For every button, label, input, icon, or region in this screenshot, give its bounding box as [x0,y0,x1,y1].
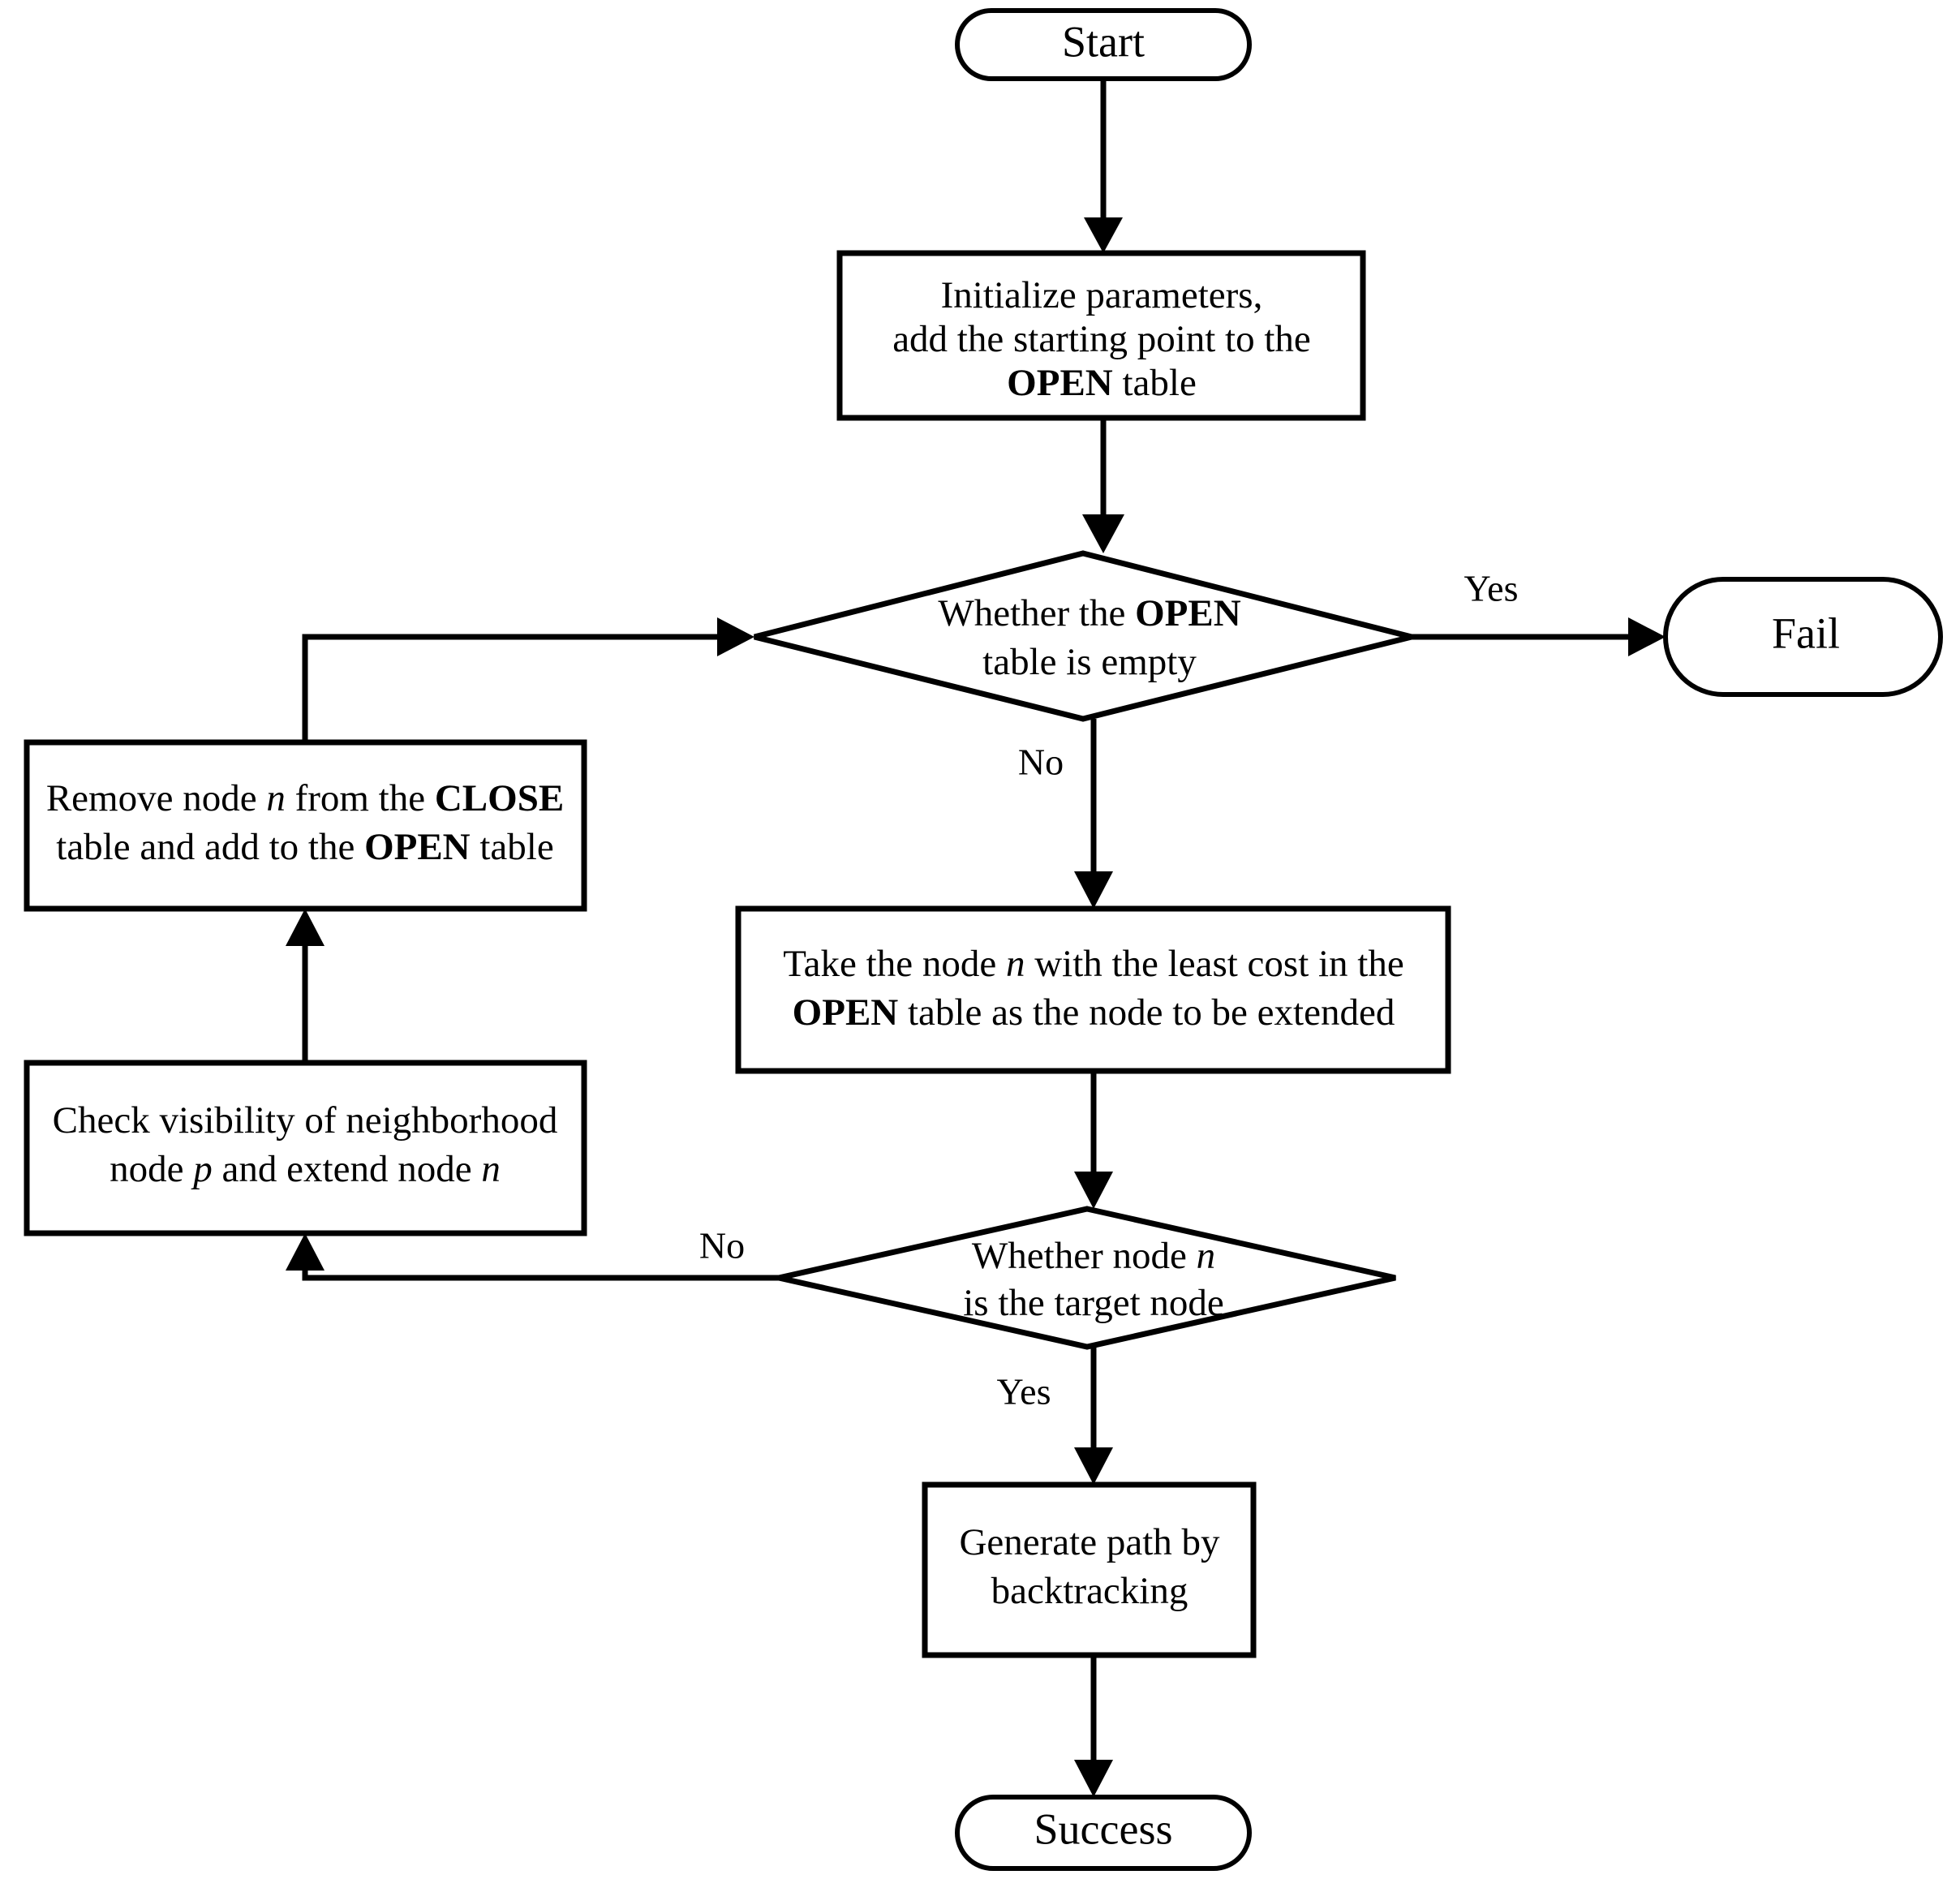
check-visibility-line-1: Check visibility of neighborhood [53,1099,558,1142]
generate-path-line-1: Generate path by [959,1521,1220,1563]
node-check-visibility[interactable]: Check visibility of neighborhood node p … [24,1060,587,1236]
remove-node-var-n: n [266,777,286,819]
node-is-target-decision[interactable]: Whether node n is the target node [778,1206,1396,1350]
is-target-text-a: Whether node [972,1235,1197,1277]
success-label: Success [1034,1804,1173,1853]
take-node-line-1: Take the node n with the least cost in t… [783,943,1403,985]
initialize-line-1: Initialize parameters, [941,274,1263,316]
take-node-line-2: OPEN table as the node to be extended [793,991,1395,1034]
is-target-line-2: is the target node [963,1282,1224,1324]
start-label: Start [1062,17,1145,66]
fail-label: Fail [1772,608,1840,657]
generate-path-shape [922,1481,1257,1658]
open-empty-text-a: Whether the [938,592,1135,634]
take-node-var-n: n [1006,943,1025,985]
remove-node-text-c: table and add to the [56,826,364,868]
node-success[interactable]: Success [955,1795,1252,1871]
edge-label-is-target-yes: Yes [997,1371,1051,1413]
take-node-text-c: table as the node to be extended [898,991,1395,1034]
initialize-table-word: table [1113,362,1197,404]
open-empty-shape [754,550,1412,722]
remove-node-text-a: Remove node [46,777,267,819]
initialize-line-3: OPEN table [1007,362,1197,404]
fail-shape [1663,577,1943,697]
remove-node-line-2: table and add to the OPEN table [56,826,553,868]
edge-is-target-no-to-check-visibility [286,1233,779,1281]
remove-node-text-d: table [471,826,554,868]
node-fail[interactable]: Fail [1663,577,1943,697]
node-remove-node[interactable]: Remove node n from the CLOSE table and a… [24,739,587,912]
is-target-var-n: n [1197,1235,1216,1277]
success-shape [955,1795,1252,1871]
take-node-text-a: Take the node [783,943,1006,985]
edge-remove-node-to-open-empty [302,617,754,742]
edge-is-target-yes-to-generate-path [1074,1347,1113,1485]
generate-path-line-2: backtracking [991,1570,1188,1612]
take-node-open-keyword: OPEN [793,991,899,1034]
node-generate-path[interactable]: Generate path by backtracking [922,1481,1257,1658]
is-target-line-1: Whether node n [972,1235,1215,1277]
is-target-shape [778,1206,1396,1350]
check-visibility-text-b: and extend node [213,1148,482,1190]
check-visibility-var-p: p [191,1148,213,1190]
check-visibility-text-a: node [110,1148,193,1190]
check-visibility-var-n: n [481,1148,501,1190]
remove-node-line-1: Remove node n from the CLOSE [46,777,564,819]
edge-generate-path-to-success [1074,1655,1113,1797]
take-node-shape [735,905,1451,1074]
open-empty-open-keyword: OPEN [1135,592,1241,634]
remove-node-text-b: from the [286,777,435,819]
edge-start-to-initialize [1084,77,1123,253]
edge-check-visibility-to-remove-node [286,909,325,1063]
edge-initialize-to-open-empty [1082,418,1124,553]
edge-label-is-target-no: No [699,1225,745,1266]
remove-node-close-keyword: CLOSE [435,777,564,819]
node-take-node[interactable]: Take the node n with the least cost in t… [735,905,1451,1074]
remove-node-open-keyword: OPEN [364,826,471,868]
node-initialize[interactable]: Initialize parameters, add the starting … [836,250,1366,421]
start-shape [955,8,1252,81]
open-empty-line-1: Whether the OPEN [938,592,1240,634]
check-visibility-line-2: node p and extend node n [110,1148,501,1190]
remove-node-shape [24,739,587,912]
edge-take-node-to-is-target [1074,1071,1113,1209]
check-visibility-shape [24,1060,587,1236]
take-node-text-b: with the least cost in the [1025,943,1403,985]
initialize-open-keyword: OPEN [1007,362,1113,404]
initialize-line-2: add the starting point to the [892,318,1311,360]
edge-label-open-empty-no: No [1018,742,1064,783]
edge-open-empty-no-to-take-node [1074,719,1113,909]
node-start[interactable]: Start [955,8,1252,81]
node-open-empty-decision[interactable]: Whether the OPEN table is empty [754,550,1412,722]
edge-open-empty-yes-to-fail [1412,617,1666,656]
open-empty-line-2: table is empty [982,641,1197,683]
edge-label-open-empty-yes: Yes [1464,568,1519,609]
initialize-shape [836,250,1366,421]
